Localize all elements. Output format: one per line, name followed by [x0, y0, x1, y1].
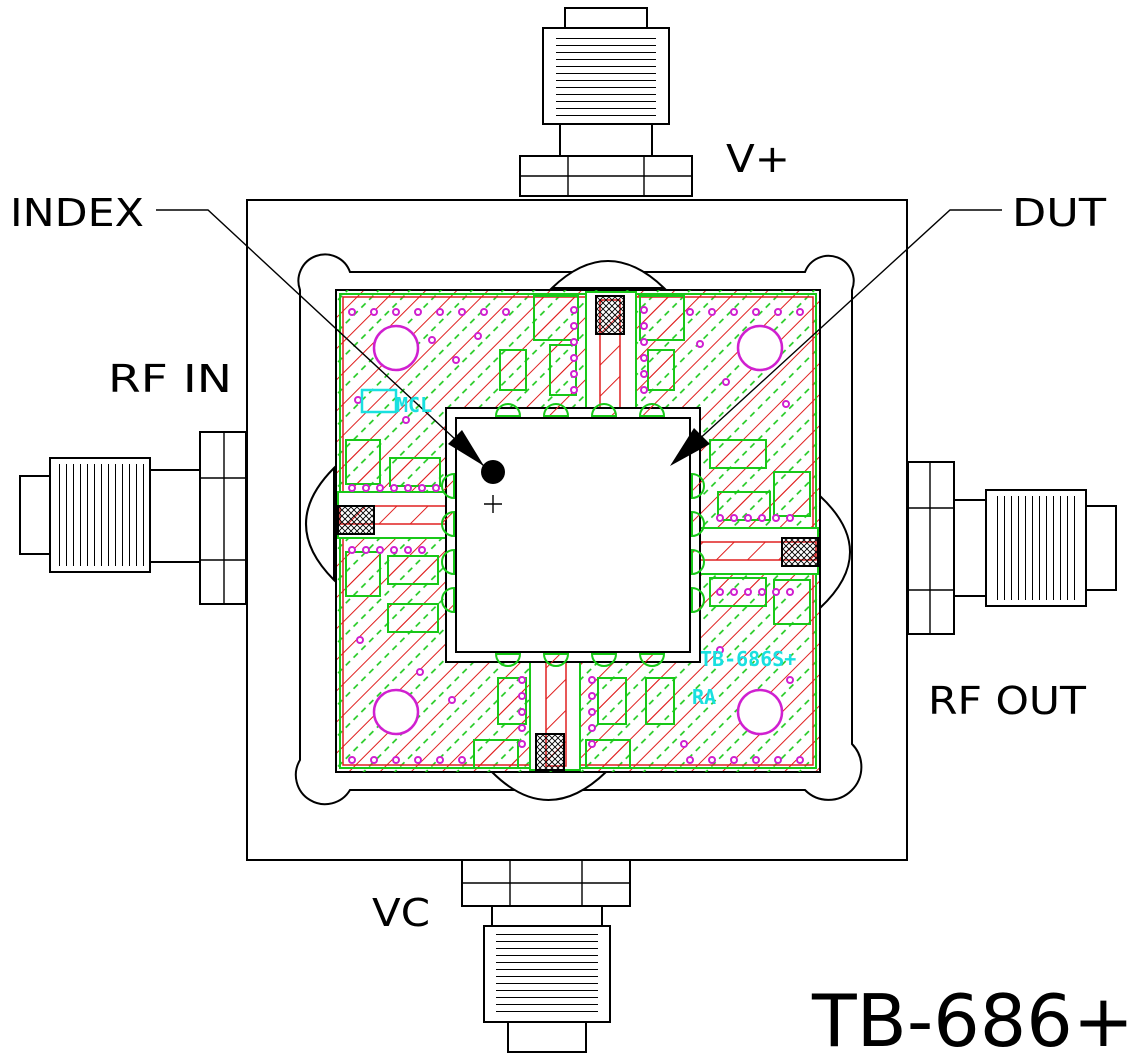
part-number: TB-686+ [811, 979, 1134, 1057]
bottom-connector [461, 859, 631, 1053]
silk-board-id: TB-686S+ [700, 647, 796, 671]
silk-revision: RA [692, 685, 716, 709]
dut-package [441, 403, 705, 667]
label-vc: VC [372, 891, 430, 935]
label-index: INDEX [10, 191, 144, 235]
leaders [156, 209, 1002, 467]
label-v-plus: V+ [726, 137, 790, 181]
label-dut: DUT [1012, 191, 1107, 235]
label-rf-in: RF IN [108, 357, 232, 401]
pcb [335, 289, 821, 773]
left-connector [19, 431, 247, 605]
index-dot [481, 460, 505, 484]
silkscreen: MCL TB-686S+ RA [360, 388, 796, 709]
right-connector [907, 461, 1117, 635]
label-rf-out: RF OUT [928, 679, 1087, 723]
silk-logo: MCL [396, 393, 432, 417]
housing [246, 199, 908, 861]
vias [348, 306, 804, 764]
top-connector [519, 7, 693, 197]
